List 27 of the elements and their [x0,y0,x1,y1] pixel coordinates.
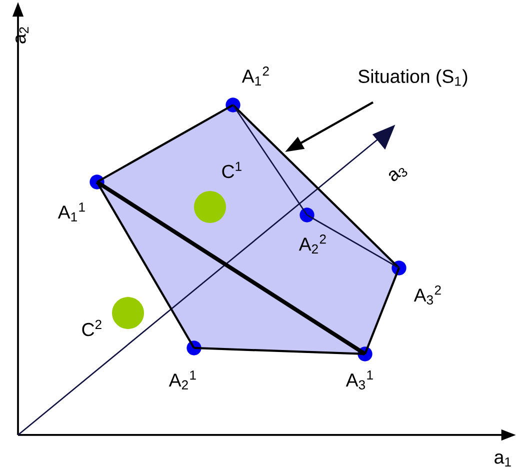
axis-label: a$_{1}$ [494,454,511,466]
vertex-dot [90,174,104,190]
vertex-dot [392,260,406,276]
polytope-edge [194,346,366,356]
polytope-edge [364,268,400,354]
polytope-edge [96,104,234,183]
centroid-dot [112,297,144,329]
vertex-label: A$_{1}$2 [242,66,269,86]
vertex-label: C$^{2}$ [82,320,102,336]
vertex-dot [226,98,240,112]
polytope-edge [232,104,400,269]
label-text: Situation (S$_{1}$) [358,69,468,87]
vertex-label: A$_{3}$1 [346,370,373,390]
vertex-label: C$^{1}$ [222,162,242,178]
polytope-edge [96,181,195,349]
polytope-edge [232,104,308,216]
polytope-edge [306,214,400,269]
axis-label: a$_{3}$ [388,168,408,182]
vertex-label: A$_{2}$1 [168,370,196,390]
vertex-label: A$_{2}$2 [298,234,326,254]
vertex-label: A$_{3}$2 [414,285,441,305]
vertex-dot [358,346,372,362]
polytope-edge [96,180,366,356]
centroid-dot [194,191,226,223]
vertex-dot [186,340,202,356]
vertex-dot [300,208,314,222]
vertex-label: A$_{1}$1 [58,202,85,222]
